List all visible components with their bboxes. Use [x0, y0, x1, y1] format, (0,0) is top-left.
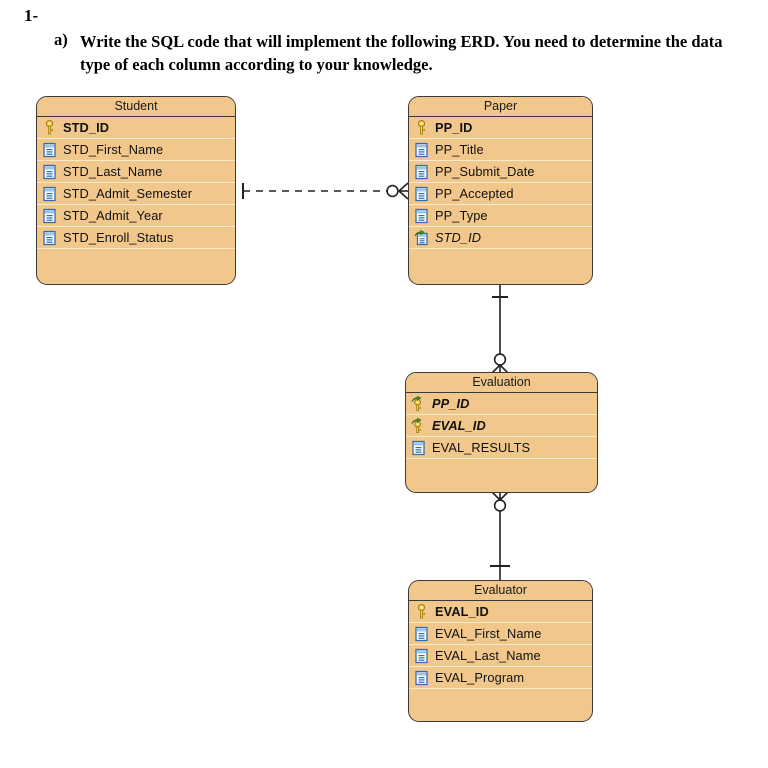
entity-paper[interactable]: Paper PP_ID [408, 96, 593, 285]
attribute-row[interactable]: PP_Submit_Date [409, 161, 592, 183]
entity-title: Evaluation [406, 373, 597, 393]
primary-foreign-key-icon [411, 417, 426, 434]
attribute-row[interactable]: STD_Last_Name [37, 161, 235, 183]
column-icon [42, 208, 57, 224]
attribute-row[interactable]: EVAL_ID [409, 601, 592, 623]
attribute-list: STD_ID STD_First_Name [37, 117, 235, 249]
attribute-label: STD_Last_Name [63, 164, 163, 179]
attribute-label: PP_Submit_Date [435, 164, 535, 179]
attribute-row[interactable]: STD_Enroll_Status [37, 227, 235, 249]
entity-evaluator[interactable]: Evaluator EVAL_ID [408, 580, 593, 722]
attribute-label: PP_ID [435, 120, 473, 135]
attribute-list: EVAL_ID EVAL_First_Name [409, 601, 592, 689]
attribute-label: STD_ID [435, 230, 482, 245]
column-icon [42, 230, 57, 246]
attribute-label: STD_First_Name [63, 142, 164, 157]
attribute-row[interactable]: EVAL_Program [409, 667, 592, 689]
entity-title: Student [37, 97, 235, 117]
primary-key-icon [414, 603, 429, 620]
attribute-row[interactable]: PP_ID [406, 393, 597, 415]
relationship-evaluation-evaluator [490, 491, 510, 580]
attribute-row[interactable]: STD_ID [37, 117, 235, 139]
attribute-row[interactable]: STD_Admit_Semester [37, 183, 235, 205]
column-icon [42, 164, 57, 180]
attribute-label: STD_Enroll_Status [63, 230, 174, 245]
primary-foreign-key-icon [411, 395, 426, 412]
column-icon [42, 142, 57, 158]
question-item: a) Write the SQL code that will implemen… [54, 30, 754, 76]
question-item-marker: a) [54, 30, 68, 49]
primary-key-icon [42, 119, 57, 136]
attribute-row[interactable]: PP_Type [409, 205, 592, 227]
cardinality-zero-circle [493, 353, 507, 366]
relationship-paper-evaluation [491, 285, 509, 374]
attribute-label: PP_Type [435, 208, 488, 223]
cardinality-many-crowfoot [398, 182, 409, 200]
primary-key-icon [414, 119, 429, 136]
attribute-list: PP_ID PP_Title [409, 117, 592, 249]
attribute-row[interactable]: PP_Accepted [409, 183, 592, 205]
attribute-row[interactable]: STD_ID [409, 227, 592, 249]
cardinality-zero-circle [493, 499, 507, 512]
attribute-label: EVAL_ID [435, 604, 489, 619]
attribute-label: EVAL_First_Name [435, 626, 542, 641]
column-icon [42, 186, 57, 202]
attribute-row[interactable]: PP_ID [409, 117, 592, 139]
attribute-row[interactable]: EVAL_ID [406, 415, 597, 437]
column-icon [414, 164, 429, 180]
attribute-row[interactable]: EVAL_RESULTS [406, 437, 597, 459]
attribute-row[interactable]: PP_Title [409, 139, 592, 161]
attribute-label: STD_Admit_Semester [63, 186, 193, 201]
column-icon [414, 670, 429, 686]
attribute-row[interactable]: EVAL_Last_Name [409, 645, 592, 667]
attribute-row[interactable]: EVAL_First_Name [409, 623, 592, 645]
attribute-list: PP_ID EVAL_ID [406, 393, 597, 459]
attribute-label: EVAL_Last_Name [435, 648, 541, 663]
column-icon [411, 440, 426, 456]
column-icon [414, 648, 429, 664]
cardinality-many-crowfoot [491, 491, 509, 501]
attribute-label: EVAL_RESULTS [432, 440, 531, 455]
column-icon [414, 208, 429, 224]
attribute-label: EVAL_Program [435, 670, 525, 685]
attribute-label: PP_ID [432, 396, 470, 411]
entity-title: Evaluator [409, 581, 592, 601]
relationship-student-paper [242, 182, 409, 200]
question-item-text: Write the SQL code that will implement t… [80, 32, 723, 74]
attribute-label: STD_ID [63, 120, 110, 135]
column-icon [414, 142, 429, 158]
entity-student[interactable]: Student STD_ID [36, 96, 236, 285]
question-number: 1- [24, 6, 39, 25]
attribute-label: PP_Accepted [435, 186, 514, 201]
entity-title: Paper [409, 97, 592, 117]
attribute-label: EVAL_ID [432, 418, 486, 433]
attribute-row[interactable]: STD_Admit_Year [37, 205, 235, 227]
cardinality-zero-circle [386, 184, 399, 198]
attribute-row[interactable]: STD_First_Name [37, 139, 235, 161]
column-icon [414, 626, 429, 642]
attribute-label: STD_Admit_Year [63, 208, 163, 223]
column-icon [414, 186, 429, 202]
attribute-label: PP_Title [435, 142, 484, 157]
entity-evaluation[interactable]: Evaluation PP_ID [405, 372, 598, 493]
foreign-key-column-icon [414, 229, 429, 246]
